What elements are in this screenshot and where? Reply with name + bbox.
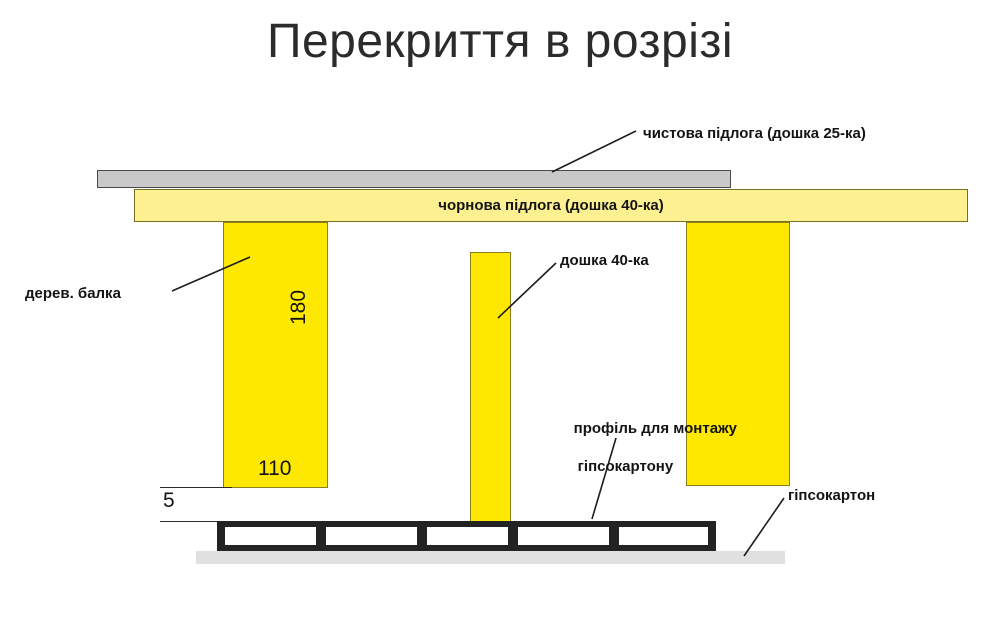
rough-floor-layer	[134, 189, 968, 222]
label-drywall-profile-line2: гіпсокартону	[577, 458, 674, 475]
profile-cell	[326, 527, 417, 545]
rough-floor-label: чорнова підлога (дошка 40-ка)	[438, 197, 664, 214]
profile-cell	[518, 527, 609, 545]
dimension-line-bottom	[160, 521, 232, 522]
drywall-profile-bar	[217, 521, 716, 551]
dimension-beam-height: 180	[287, 289, 310, 325]
finish-floor-layer	[97, 170, 731, 188]
wooden-beam-left	[223, 222, 328, 488]
board-40-middle	[470, 252, 511, 526]
dimension-gap: 5	[163, 489, 175, 512]
dimension-line-top	[160, 487, 232, 488]
profile-cell	[225, 527, 316, 545]
profile-cell	[427, 527, 508, 545]
label-drywall-profile: профіль для монтажу гіпсокартону	[557, 400, 737, 495]
label-drywall: гіпсокартон	[788, 487, 876, 504]
drywall-sheet	[196, 551, 785, 564]
profile-cell	[619, 527, 708, 545]
dimension-beam-width: 110	[258, 457, 292, 480]
label-board-40: дошка 40-ка	[560, 252, 649, 269]
page-title: Перекриття в розрізі	[266, 15, 734, 68]
label-drywall-profile-line1: профіль для монтажу	[573, 420, 738, 437]
label-finish-floor: чистова підлога (дошка 25-ка)	[643, 125, 866, 142]
label-wooden-beam: дерев. балка	[25, 285, 121, 302]
wooden-beam-right	[686, 222, 790, 486]
